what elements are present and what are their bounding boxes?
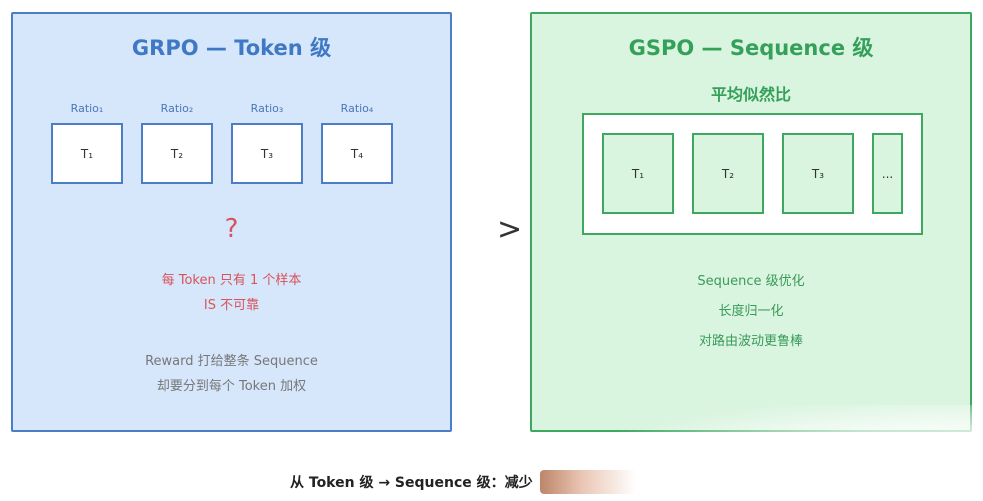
ratio-label-3: Ratio₃ — [250, 102, 284, 115]
gspo-panel: GSPO — Sequence 级 平均似然比 T₁ T₂ T₃ ... Seq… — [530, 12, 972, 432]
token-box-2: T₂ — [141, 123, 213, 184]
grpo-panel: GRPO — Token 级 Ratio₁ Ratio₂ Ratio₃ Rati… — [11, 12, 452, 432]
seq-token-box-ellipsis: ... — [872, 133, 903, 214]
warning-line-1: 每 Token 只有 1 个样本 — [161, 273, 302, 288]
grpo-title: GRPO — Token 级 — [131, 36, 332, 60]
gspo-title: GSPO — Sequence 级 — [628, 36, 874, 60]
seq-token-box-1: T₁ — [602, 133, 674, 214]
benefit-line-3: 对路由波动更鲁棒 — [698, 334, 803, 349]
token-box-3: T₃ — [231, 123, 303, 184]
seq-token-box-2: T₂ — [692, 133, 764, 214]
benefit-line-2: 长度归一化 — [718, 304, 784, 319]
note-line-1: Reward 打给整条 Sequence — [145, 354, 318, 369]
caption-row: 从 Token 级 → Sequence 级：减少 — [0, 470, 983, 494]
warning-line-2: IS 不可靠 — [203, 298, 260, 313]
question-mark: ? — [224, 214, 239, 244]
gspo-subtitle: 平均似然比 — [710, 85, 791, 104]
caption-fade — [540, 470, 660, 494]
ratio-label-2: Ratio₂ — [160, 102, 194, 115]
note-line-2: 却要分到每个 Token 加权 — [156, 379, 307, 394]
benefit-line-1: Sequence 级优化 — [697, 274, 805, 289]
seq-token-box-3: T₃ — [782, 133, 854, 214]
ratio-label-4: Ratio₄ — [340, 102, 374, 115]
token-box-4: T₄ — [321, 123, 393, 184]
token-box-1: T₁ — [51, 123, 123, 184]
caption-text: 从 Token 级 → Sequence 级：减少 — [290, 475, 533, 491]
ratio-label-1: Ratio₁ — [70, 102, 104, 115]
comparison-arrow: > — [497, 212, 523, 247]
sequence-container: T₁ T₂ T₃ ... — [582, 113, 923, 235]
